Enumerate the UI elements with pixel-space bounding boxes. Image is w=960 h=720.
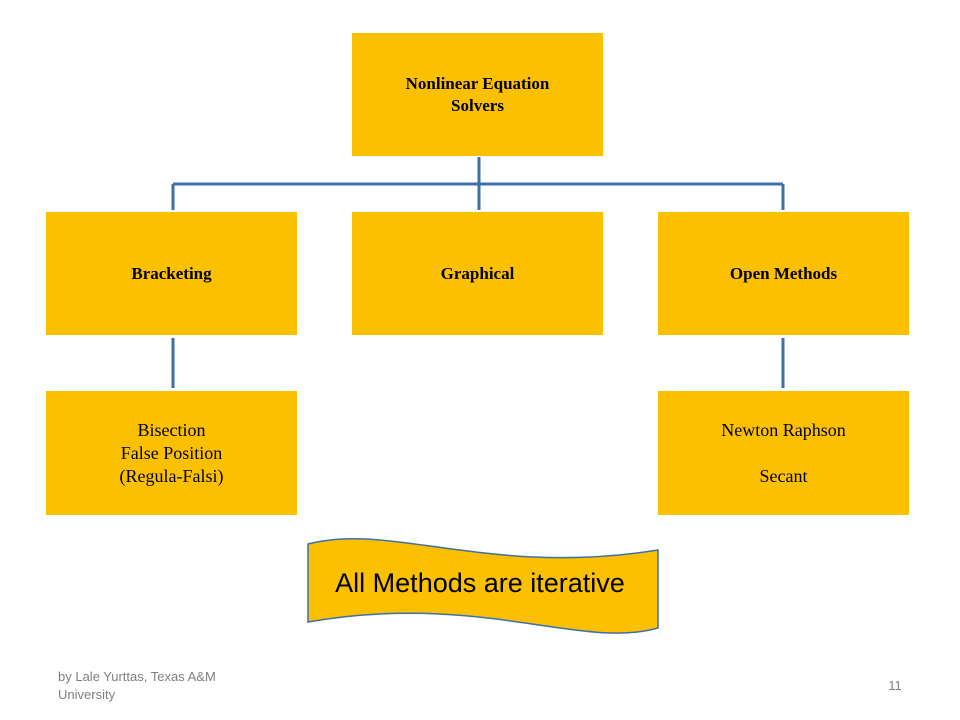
root-node: Nonlinear Equation Solvers bbox=[352, 33, 603, 156]
graphical-label: Graphical bbox=[440, 263, 515, 283]
method-regula-falsi: (Regula-Falsi) bbox=[119, 465, 224, 486]
wave-banner-shape bbox=[307, 538, 659, 634]
method-false-position: False Position bbox=[120, 442, 223, 463]
bracketing-methods-node: Bisection False Position (Regula-Falsi) bbox=[46, 391, 297, 515]
banner-text: All Methods are iterative bbox=[335, 568, 625, 598]
list-spacer bbox=[721, 442, 846, 465]
method-newton-raphson: Newton Raphson bbox=[721, 419, 846, 440]
root-node-line2: Solvers bbox=[451, 95, 504, 115]
method-secant: Secant bbox=[759, 465, 808, 486]
bracketing-label: Bracketing bbox=[131, 263, 212, 283]
method-bisection: Bisection bbox=[137, 419, 206, 440]
open-methods-node: Open Methods bbox=[658, 212, 909, 335]
bracketing-node: Bracketing bbox=[46, 212, 297, 335]
open-methods-label: Open Methods bbox=[729, 263, 838, 283]
page-number: 11 bbox=[888, 678, 902, 693]
footer-credit: by Lale Yurttas, Texas A&M University bbox=[58, 669, 216, 702]
open-methods-list-node: Newton Raphson Secant bbox=[658, 391, 909, 515]
root-node-line1: Nonlinear Equation bbox=[405, 73, 550, 93]
graphical-node: Graphical bbox=[352, 212, 603, 335]
